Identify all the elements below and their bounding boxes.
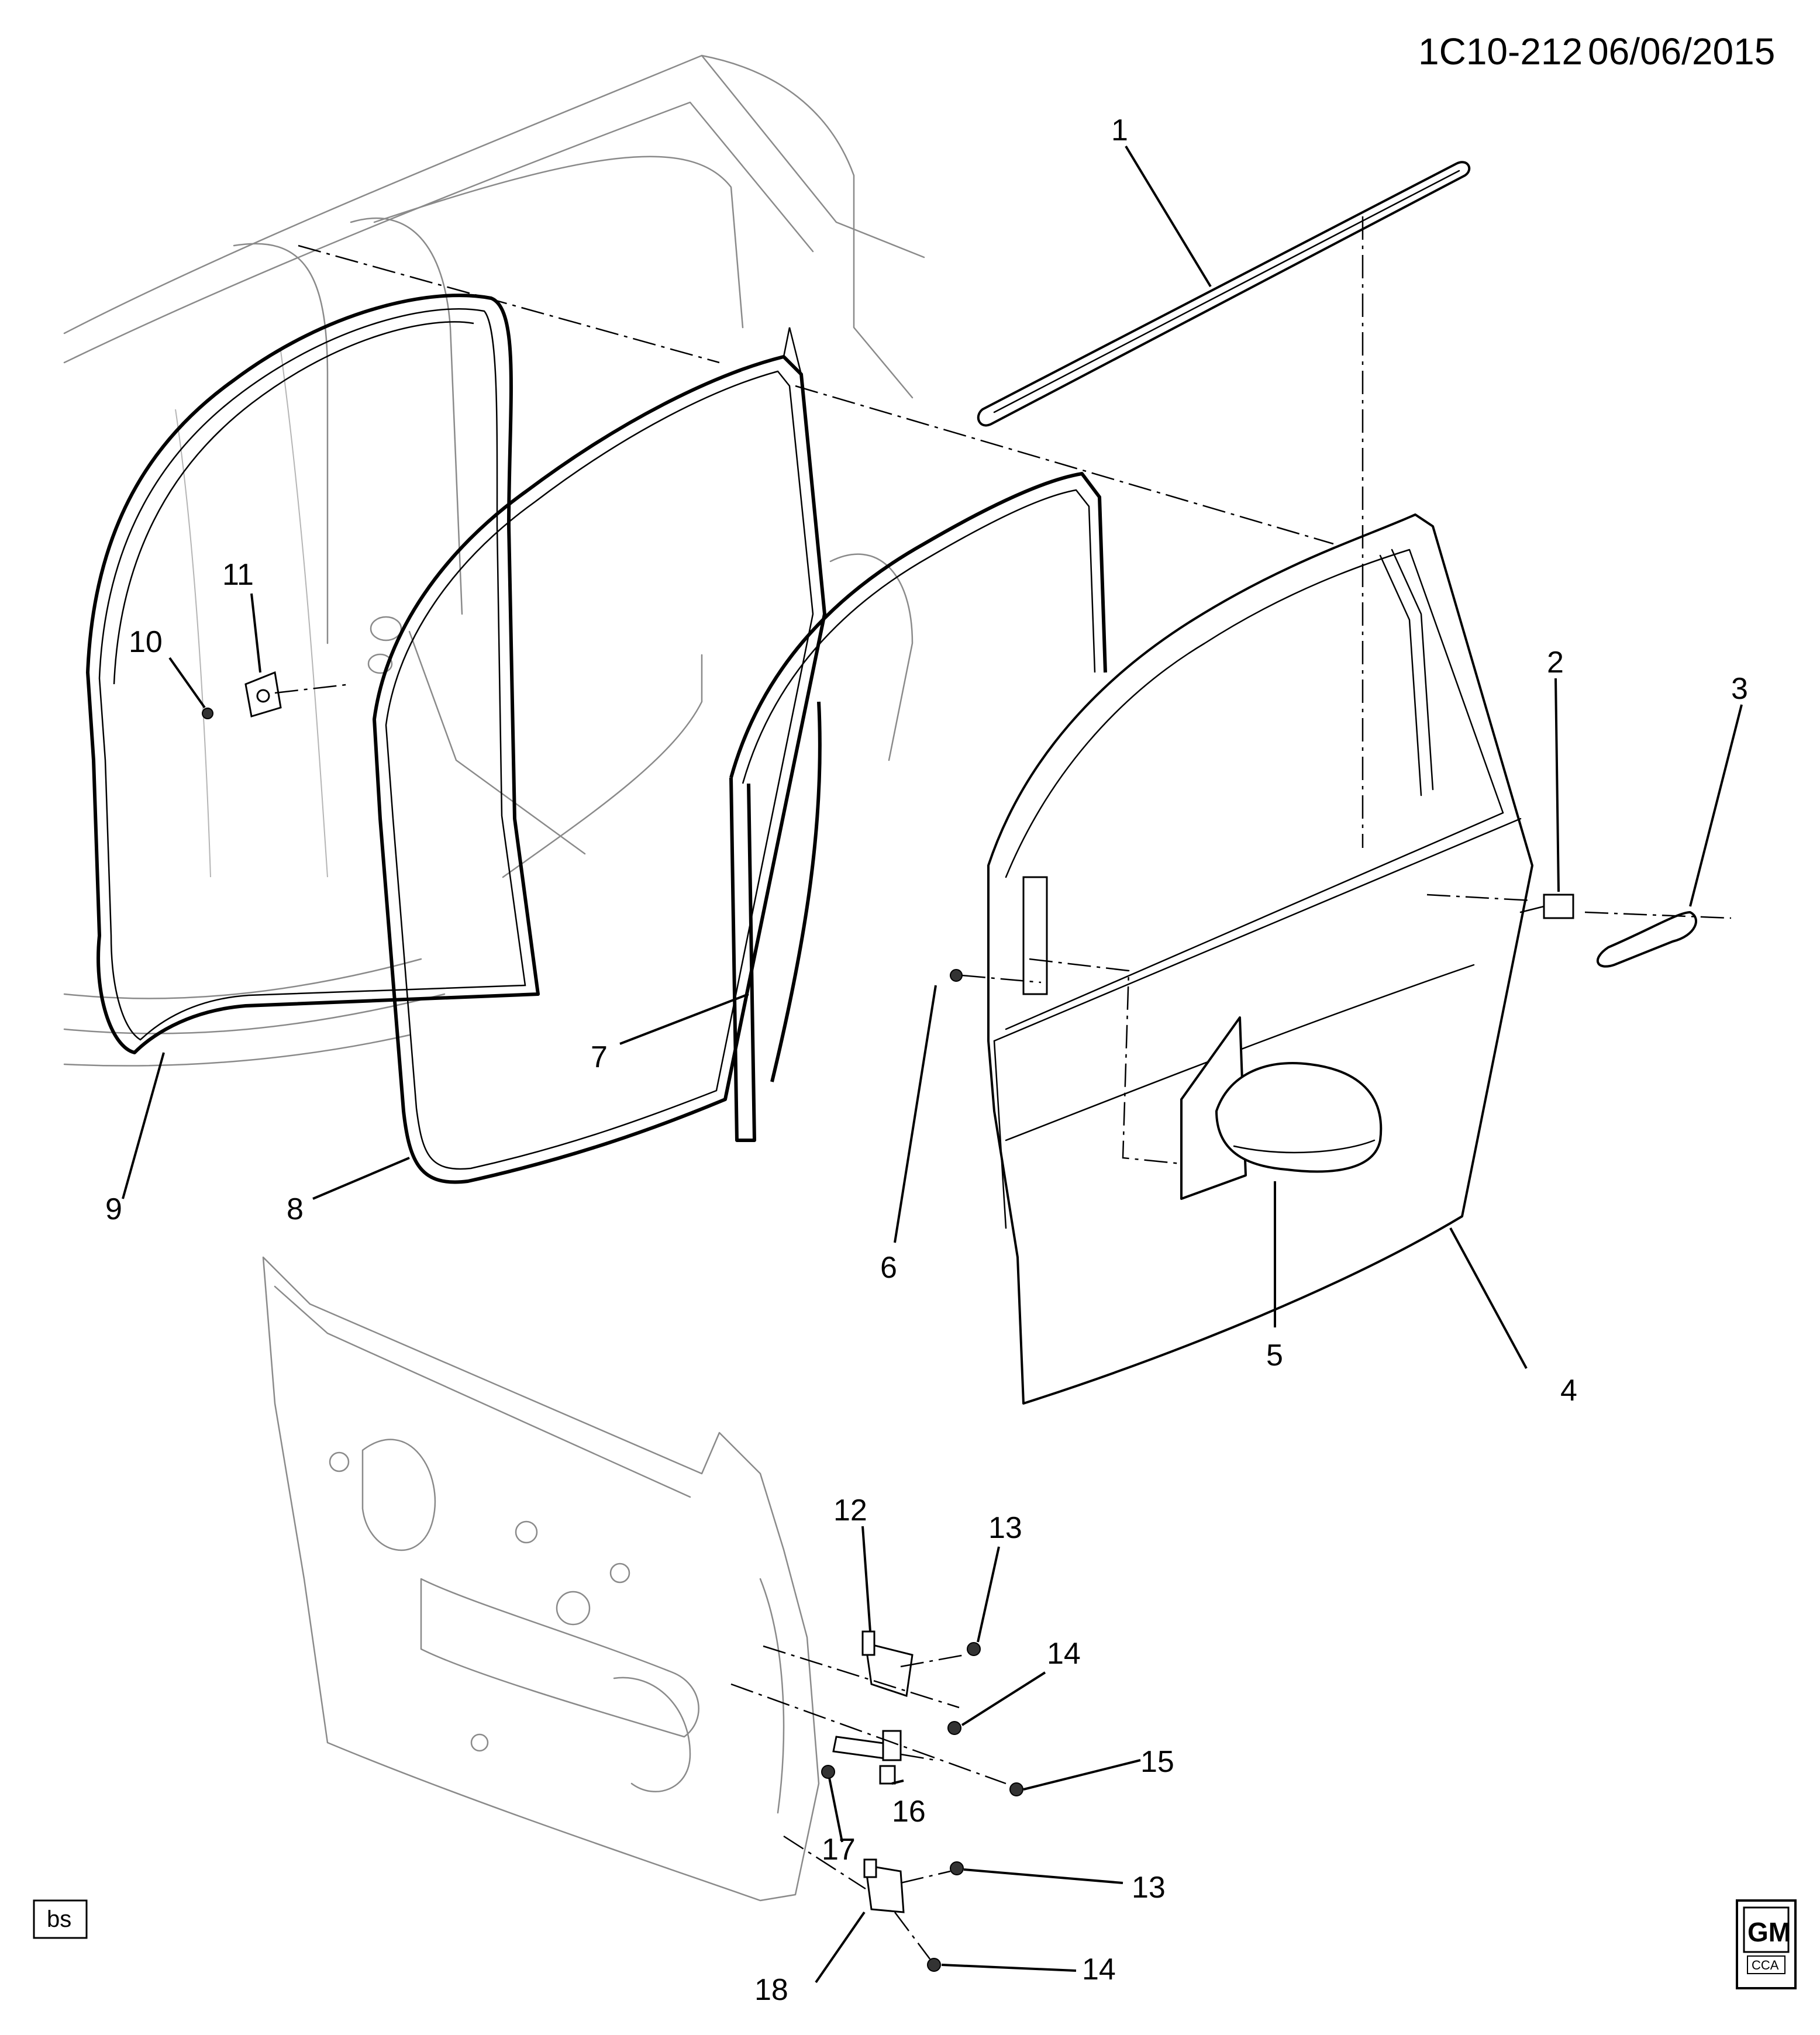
callout-4: 4 (1560, 1374, 1577, 1408)
upper-hinge (861, 1630, 914, 1697)
callout-13-lower: 13 (1132, 1871, 1166, 1905)
lower-hinge-bolt (950, 1861, 964, 1875)
callout-14-upper: 14 (1047, 1637, 1081, 1671)
upper-hinge-nut (947, 1721, 961, 1735)
window-run-channel (729, 472, 1124, 1142)
illustrator-code: bs (47, 1906, 71, 1932)
door-check-bolt (1009, 1782, 1023, 1796)
callout-6: 6 (880, 1251, 897, 1285)
callout-3: 3 (1731, 672, 1748, 706)
door-check-link (832, 1730, 902, 1761)
diagram-id: 1C10-212 (1418, 30, 1583, 73)
leader-lines (122, 145, 1743, 1984)
callout-1: 1 (1111, 113, 1128, 147)
door-check-pin (879, 1765, 896, 1785)
callout-10: 10 (129, 625, 163, 659)
illustrator-code-box: bs (33, 1899, 88, 1939)
body-side-weatherstrip (86, 294, 540, 1054)
door-striker (244, 671, 282, 718)
front-door-assembly (987, 513, 1533, 1405)
callout-2: 2 (1547, 646, 1564, 680)
door-side-weatherstrip (373, 327, 826, 1184)
callout-16: 16 (892, 1795, 926, 1829)
callout-18: 18 (754, 1973, 788, 2007)
outside-handle-assembly (1519, 894, 1697, 968)
callout-14-lower: 14 (1082, 1953, 1116, 1986)
gm-logo-text: GM (1747, 1917, 1791, 1947)
lower-hinge (863, 1858, 905, 1913)
upper-hinge-bolt (967, 1642, 981, 1656)
callout-15: 15 (1140, 1745, 1174, 1779)
door-check-nut (821, 1765, 835, 1779)
callout-9: 9 (105, 1192, 122, 1226)
callout-13-upper: 13 (988, 1511, 1022, 1545)
callout-labels: 1 2 3 4 5 6 7 8 9 10 11 12 13 14 15 16 1… (105, 113, 1748, 2007)
gm-logo: GM CCA (1736, 1899, 1797, 1989)
door-inner-panel (262, 1256, 820, 1902)
callout-8: 8 (287, 1192, 304, 1226)
lower-hinge-nut (927, 1958, 941, 1972)
callout-7: 7 (591, 1040, 608, 1074)
belt-molding (977, 161, 1471, 427)
diagram-header: 1C10-212 06/06/2015 (1418, 30, 1775, 73)
assembly-guide-lines (274, 216, 1732, 1960)
callout-17: 17 (822, 1833, 856, 1867)
callout-12: 12 (833, 1494, 867, 1527)
outside-rearview-mirror (1180, 1016, 1383, 1200)
door-bolt (950, 969, 963, 982)
striker-bolt (202, 708, 213, 719)
vehicle-body-outline (63, 54, 925, 1067)
callout-11: 11 (222, 558, 254, 592)
gm-logo-subtext: CCA (1752, 1958, 1779, 1972)
callout-5: 5 (1266, 1339, 1283, 1372)
diagram-date: 06/06/2015 (1588, 30, 1775, 73)
